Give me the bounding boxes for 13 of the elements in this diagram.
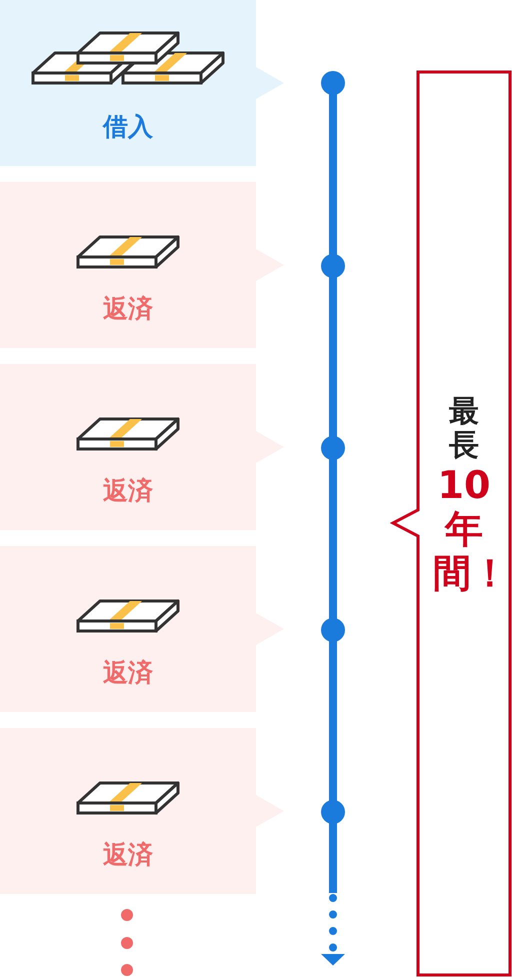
bubble-text: 10年間！	[433, 463, 495, 595]
speech-bubble	[390, 70, 512, 978]
card-label: 返済	[102, 475, 154, 507]
card-label: 返済	[102, 657, 154, 689]
timeline-card	[0, 182, 284, 348]
card-label: 借入	[101, 111, 154, 143]
timeline-card	[0, 364, 284, 530]
timeline-card	[0, 728, 284, 894]
bubble-heading: 最長	[448, 395, 480, 463]
timeline-card	[0, 0, 284, 166]
timeline-card	[0, 546, 284, 712]
card-label: 返済	[102, 839, 154, 871]
card-label: 返済	[102, 293, 154, 325]
